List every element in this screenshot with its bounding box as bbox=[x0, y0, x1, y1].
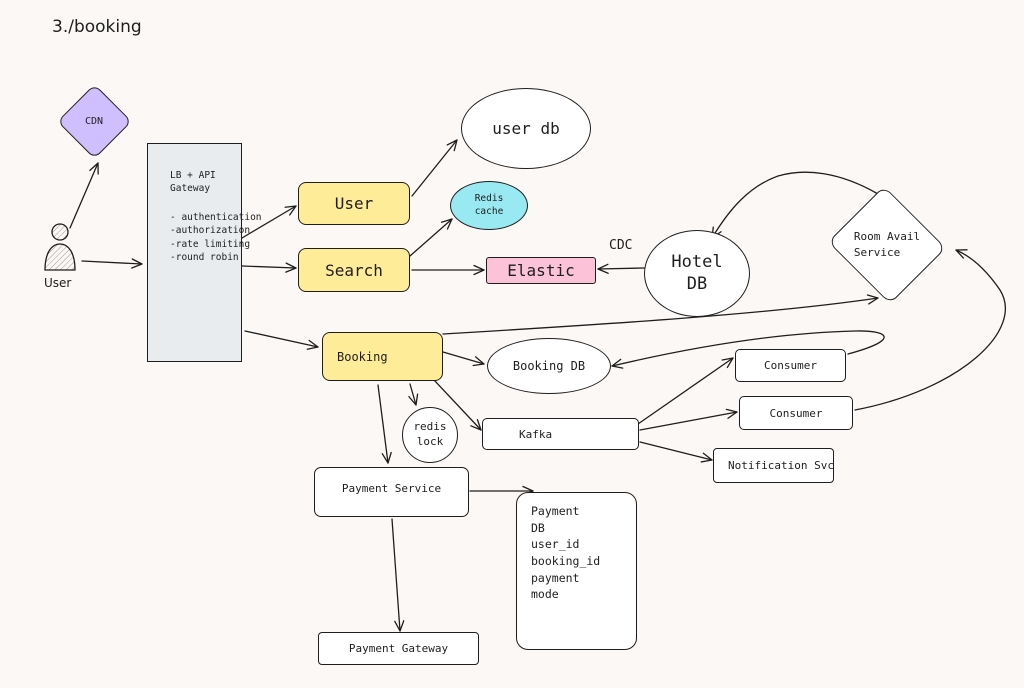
search-label: Search bbox=[325, 260, 383, 280]
booking-label: Booking bbox=[337, 349, 388, 364]
payment-gateway: Payment Gateway bbox=[318, 632, 479, 665]
arrow-roomavail-to-hoteldb bbox=[711, 171, 879, 239]
arrow-hoteldb-to-elastic bbox=[597, 263, 645, 274]
notification-service: Notification Svc bbox=[713, 448, 834, 483]
arrow-user-to-cdn bbox=[69, 162, 99, 229]
arrow-user-to-userdb bbox=[411, 139, 458, 197]
arrow-booking-to-roomavail bbox=[442, 294, 879, 335]
consumer-2: Consumer bbox=[739, 396, 853, 430]
booking-db: Booking DB bbox=[487, 338, 611, 394]
redis-lock-label: redis lock bbox=[413, 420, 447, 448]
arrow-gateway-to-user bbox=[241, 205, 297, 239]
payment-db-label: Payment DB user_id booking_id payment mo… bbox=[531, 504, 601, 602]
booking-service: Booking bbox=[322, 332, 443, 381]
payment-gateway-label: Payment Gateway bbox=[348, 642, 449, 655]
hotel-db: Hotel DB bbox=[644, 230, 750, 317]
api-gateway: LB + API Gateway - authentication -autho… bbox=[147, 143, 262, 362]
arrow-payment-to-gateway bbox=[391, 518, 405, 632]
arrow-gateway-to-booking bbox=[244, 330, 319, 350]
room-avail-label: Room Avail Service bbox=[853, 229, 921, 260]
hotel-db-label: Hotel DB bbox=[671, 252, 723, 294]
arrow-gateway-to-search bbox=[241, 262, 297, 273]
kafka: Kafka bbox=[482, 418, 639, 450]
gateway-features: - authentication -authorization -rate li… bbox=[170, 212, 262, 263]
consumer-1-label: Consumer bbox=[764, 359, 817, 372]
arrow-booking-to-redislock bbox=[408, 383, 419, 406]
arrow-booking-to-payment bbox=[377, 384, 392, 464]
user-db: user db bbox=[461, 88, 591, 169]
search-service: Search bbox=[298, 248, 410, 292]
user-service-label: User bbox=[334, 194, 374, 213]
user-db-label: user db bbox=[492, 119, 560, 138]
elastic-label: Elastic bbox=[507, 261, 575, 280]
room-avail-service: Room Avail Service bbox=[822, 185, 952, 305]
user-actor-icon bbox=[44, 223, 76, 271]
booking-db-label: Booking DB bbox=[512, 359, 586, 373]
redis-cache-label: Redis cache bbox=[474, 193, 504, 217]
user-service: User bbox=[298, 182, 410, 225]
arrow-consumer2-to-roomavail bbox=[854, 249, 1006, 411]
redis-lock: redis lock bbox=[402, 407, 458, 463]
arrow-booking-to-kafka bbox=[433, 379, 482, 431]
payment-service: Payment Service bbox=[314, 467, 469, 517]
arrow-search-to-redis bbox=[409, 218, 453, 257]
payment-service-label: Payment Service bbox=[341, 482, 442, 495]
arrow-user-to-gateway bbox=[81, 258, 143, 269]
arrow-consumer-to-bookingdb bbox=[611, 330, 885, 369]
cdc-label: CDC bbox=[609, 238, 633, 253]
consumer-1: Consumer bbox=[735, 349, 846, 382]
consumer-2-label: Consumer bbox=[769, 406, 823, 420]
arrow-kafka-to-consumer2 bbox=[639, 408, 738, 431]
arrow-kafka-to-consumer1 bbox=[637, 357, 734, 425]
notification-label: Notification Svc bbox=[728, 459, 834, 472]
arrow-kafka-to-notification bbox=[639, 441, 713, 463]
page-title: 3./booking bbox=[52, 17, 142, 37]
cdn-label: CDN bbox=[84, 115, 104, 127]
user-actor-label: User bbox=[44, 276, 72, 290]
arrow-booking-to-bookingdb bbox=[442, 351, 485, 367]
cdn-node: CDN bbox=[56, 83, 132, 159]
payment-db: Payment DB user_id booking_id payment mo… bbox=[516, 492, 637, 650]
redis-cache: Redis cache bbox=[450, 181, 528, 230]
elastic: Elastic bbox=[486, 257, 596, 284]
gateway-title: LB + API Gateway bbox=[170, 170, 216, 194]
kafka-label: Kafka bbox=[519, 427, 553, 441]
